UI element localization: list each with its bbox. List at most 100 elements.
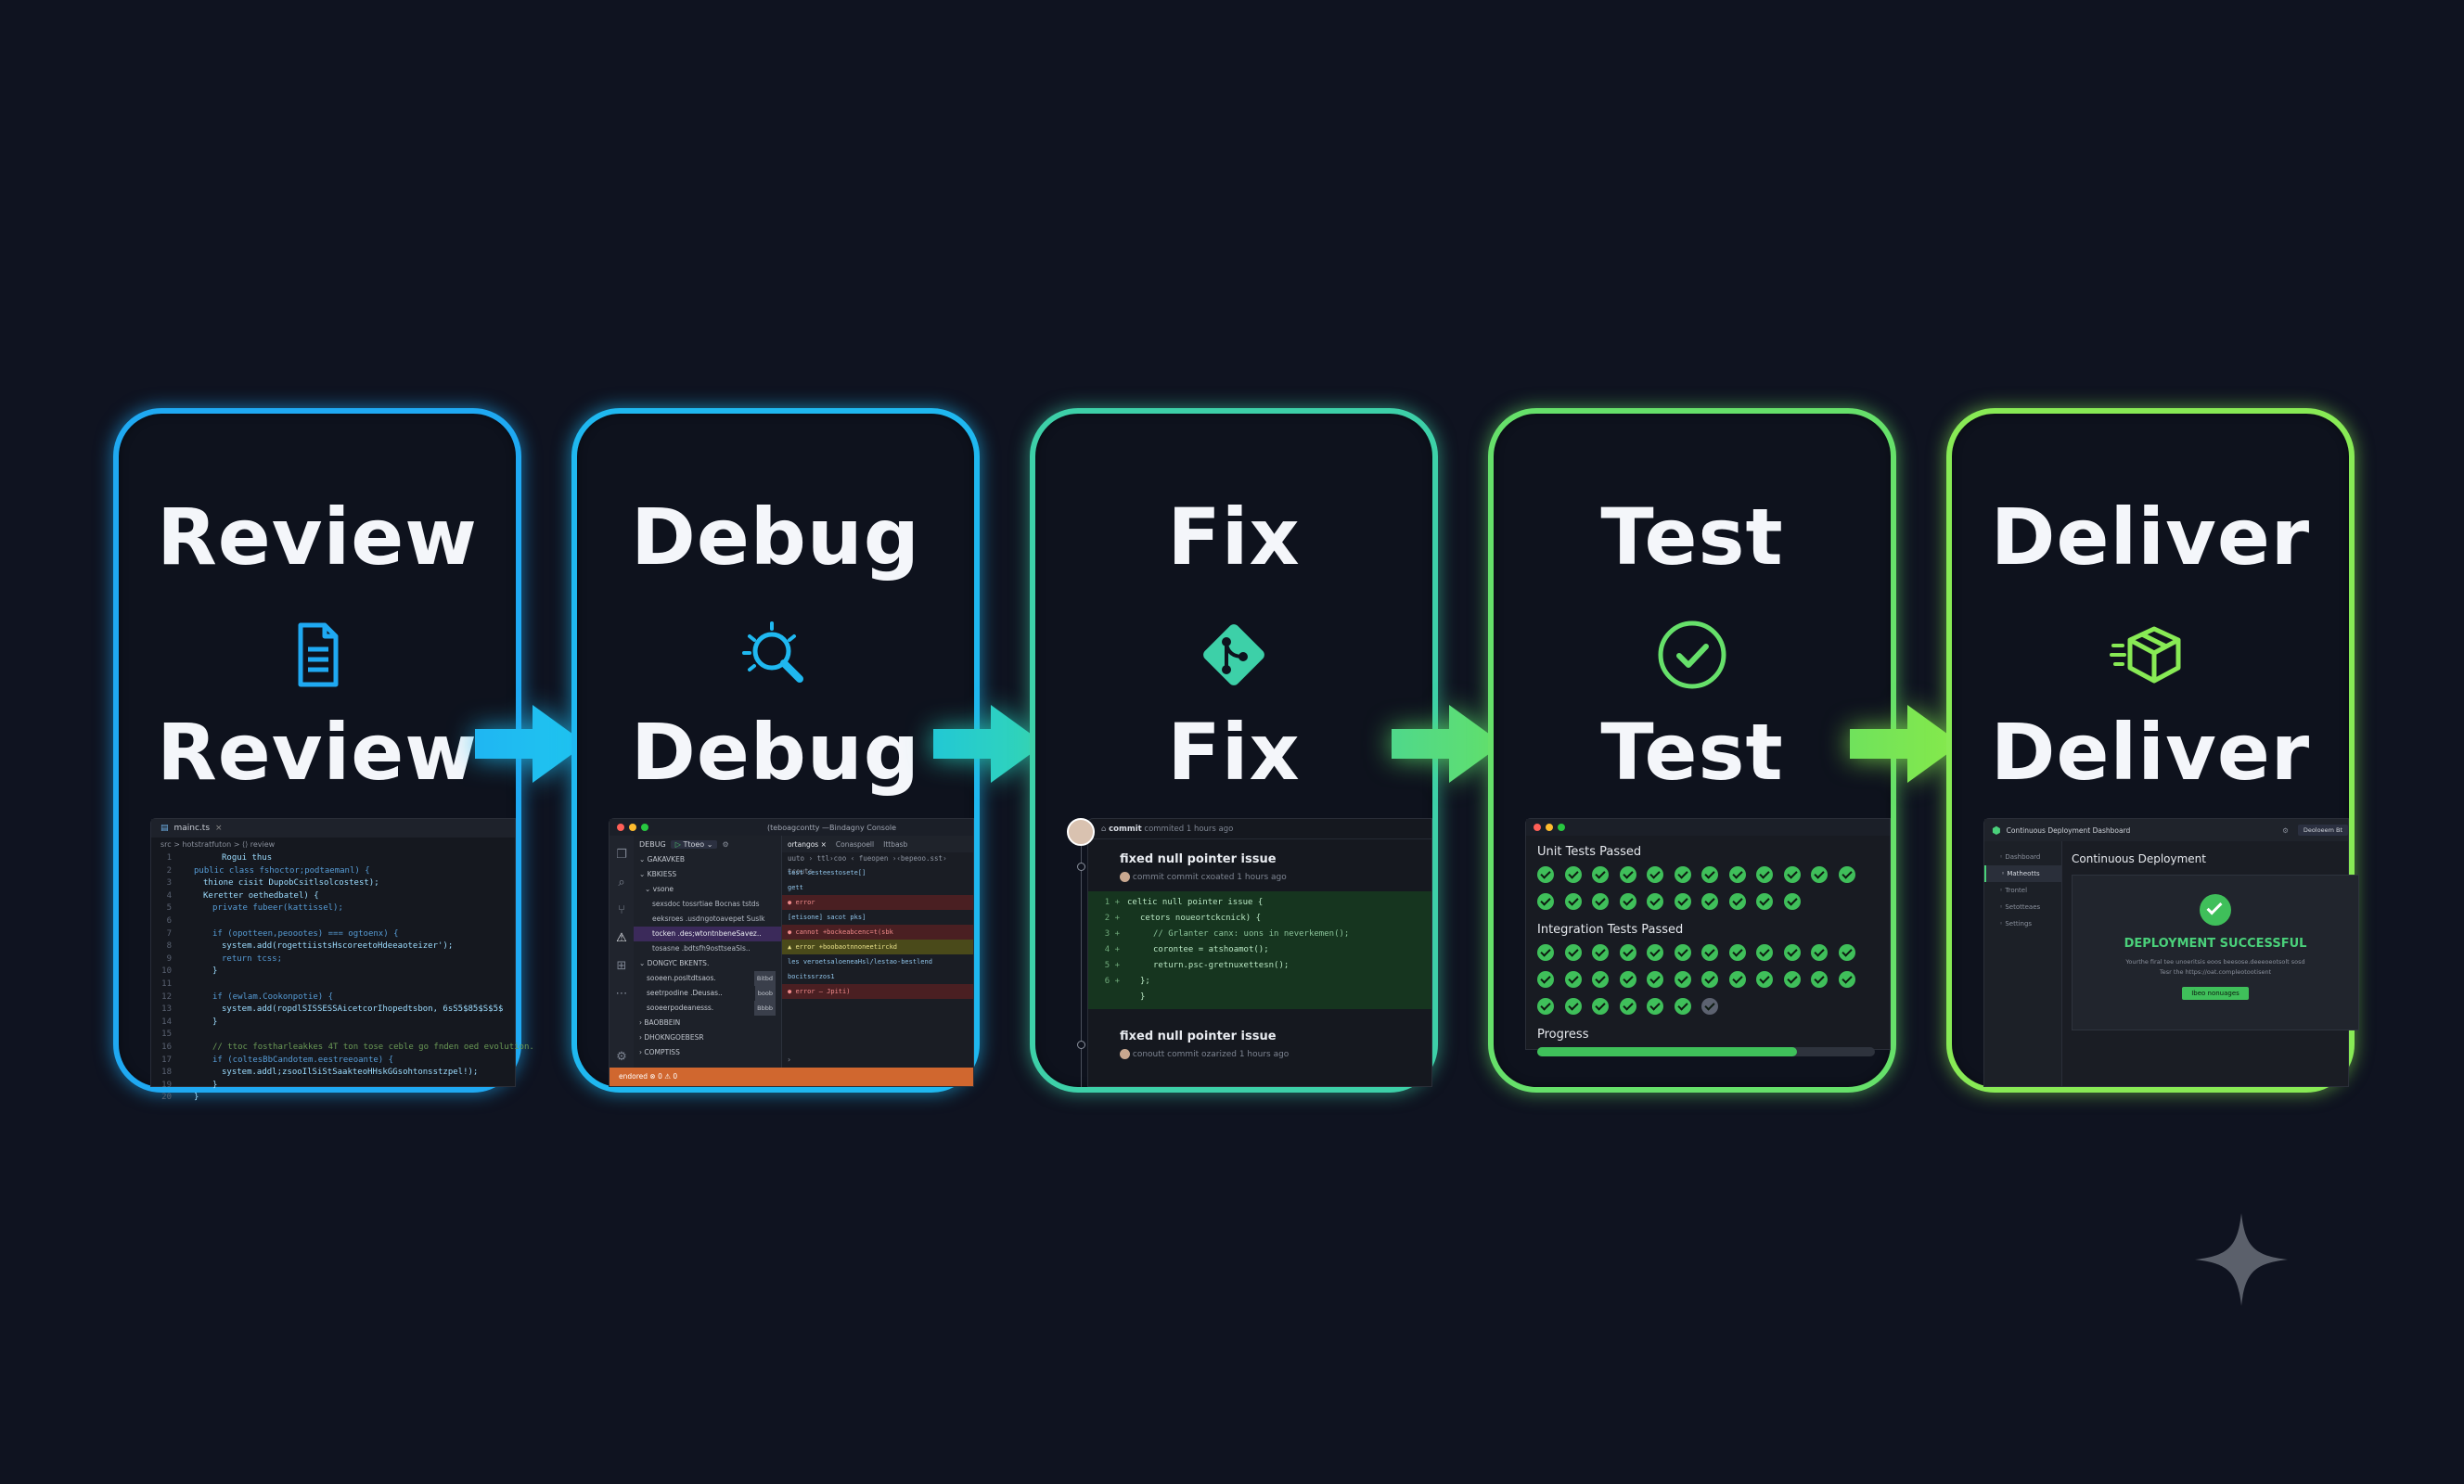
source-control-icon[interactable]: ⑂ (618, 903, 625, 917)
stage-label: Deliver (1990, 707, 2311, 798)
stage-title: Fix (1167, 492, 1301, 582)
error-icon: ● (788, 899, 796, 906)
passed-check-icon (1674, 998, 1691, 1015)
console-line: ● error (782, 895, 973, 910)
variable-row[interactable]: tosasne .bdtsfh9osttseaSls.. (652, 944, 751, 953)
passed-check-icon (1838, 944, 1855, 961)
gear-icon[interactable]: ⚙ (722, 839, 729, 849)
passed-check-icon (1537, 971, 1554, 988)
avatar (1120, 872, 1130, 882)
passed-check-icon (1592, 893, 1609, 910)
code-text: if (coltesBbCandotem.eestreeoante) { (212, 1055, 394, 1065)
commit-entry[interactable]: fixed null pointer issue commit commit c… (1120, 852, 1287, 882)
diff-text: }; (1140, 977, 1150, 986)
sidebar-item[interactable]: ◦ Setotteaes (1999, 903, 2041, 911)
line-number: 13 (161, 1004, 172, 1015)
line-number: 12 (161, 991, 172, 1002)
close-dot[interactable] (617, 824, 624, 831)
line-number: 4 + (1104, 945, 1120, 954)
section-header[interactable]: › DHOKNGOEBESR (639, 1033, 704, 1042)
chevron-right-icon[interactable]: › (788, 1055, 791, 1064)
section-header[interactable]: › BAOBBEIN (639, 1018, 681, 1027)
file-icon: ▤ (160, 824, 169, 833)
document-icon (298, 622, 339, 687)
passed-check-icon (1783, 893, 1801, 910)
passed-check-icon (1838, 971, 1855, 988)
section-header[interactable]: › COMPTISS (639, 1048, 680, 1056)
run-config-select[interactable]: ▷ Ttoeo ⌄ (670, 839, 718, 849)
variable-row[interactable]: sexsdoc tossrtiae Bocnas tstds (652, 900, 760, 908)
maximize-dot[interactable] (1558, 824, 1565, 831)
diff-text: celtic null pointer issue { (1127, 898, 1264, 907)
editor-tab[interactable]: ▤ mainc.ts × (151, 819, 515, 838)
debug-sidebar: DEBUG ▷ Ttoeo ⌄ ⚙ ⌄ GAKAVKEB ⌄ KBKIESS ⌄… (634, 836, 782, 1068)
diff-line: 4 +corontee = atshoamot(); (1088, 942, 1431, 958)
close-dot[interactable] (1534, 824, 1541, 831)
breakpoint-row[interactable]: sooeen.posltdtsaos. Bitbd (634, 971, 781, 986)
sidebar-item[interactable]: ◦ Settings (1999, 920, 2033, 928)
card-header: Continuous Deployment (2072, 852, 2206, 865)
progress-fill (1537, 1047, 1798, 1056)
code-line: 12 if (ewlam.Cookonpotie) { (151, 991, 515, 1004)
extensions-icon[interactable]: ⊞ (616, 959, 627, 973)
code-text: if (ewlam.Cookonpotie) { (212, 991, 334, 1002)
console-text: error (795, 899, 815, 906)
commit-entry[interactable]: fixed null pointer issue conoutt commit … (1120, 1030, 1290, 1059)
debug-icon[interactable]: ⚠ (616, 931, 627, 945)
breakpoint-row[interactable]: seetrpodine .Deusas..boob (634, 986, 781, 1001)
search-icon[interactable]: ⌕ (618, 876, 625, 889)
stage-title: Debug (631, 492, 920, 582)
console-tab[interactable]: Ittbasb (883, 839, 908, 849)
stage-deliver: Deliver Deliver ⬢ Continuous Deployment … (1946, 408, 2359, 1093)
deploy-action-button[interactable]: Ibeo nonuages (2182, 987, 2249, 1000)
dashboard-sidebar: ◦ Dashboard ◦ Matheotts ◦ Trontel ◦ Setotte… (1984, 841, 2062, 1086)
passed-check-icon (1756, 893, 1773, 910)
sidebar-item[interactable]: ◦ Trontel (1999, 887, 2028, 894)
code-text: } (194, 1093, 199, 1103)
variable-row[interactable]: eeksroes .usdngotoavepet Suslk (652, 915, 765, 923)
top-button[interactable]: Deoloeem Bt (2297, 825, 2348, 836)
passed-check-icon (1564, 944, 1582, 961)
code-text: system.add(rogettiistsHscoreetoHdeeaotei… (222, 941, 454, 952)
console-tab[interactable]: ortangos × (788, 839, 827, 849)
breakpoint-label: sooeen.posltdtsaos. (647, 974, 716, 982)
variable-row[interactable]: tocken .des;wtontnbeneSavez.. (634, 927, 781, 941)
minimize-dot[interactable] (1546, 824, 1553, 831)
breakpoint-row[interactable]: sooeerpodeanesss.Bbbb (634, 1001, 781, 1016)
arrow-right-icon (1392, 705, 1503, 783)
close-icon[interactable]: × (215, 824, 223, 833)
line-number: 3 (166, 878, 172, 889)
delivery-box-icon (2110, 626, 2181, 684)
code-line: 20} (151, 1092, 515, 1105)
sparkle-icon (2195, 1213, 2288, 1306)
passed-check-icon (1783, 944, 1801, 961)
maximize-dot[interactable] (641, 824, 648, 831)
sidebar-item[interactable]: ◦ Matheotts (1984, 865, 2061, 882)
gear-icon[interactable]: ⚙ (2282, 825, 2289, 835)
window-titlebar: (teboagcontty —Bindagny Console (610, 819, 973, 836)
check-circle-icon (1658, 620, 1726, 689)
diff-line: 3 +// Grlanter canx: uons in neverkemen(… (1088, 927, 1431, 942)
breakpoint-badge: Bitbd (753, 971, 776, 986)
minimize-dot[interactable] (629, 824, 636, 831)
passed-check-icon (1811, 866, 1828, 883)
code-text: public class fshoctor;podtaemanl) { (194, 865, 370, 876)
code-line: 10} (151, 966, 515, 979)
passed-check-icon (1647, 998, 1663, 1015)
passed-check-icon (1756, 971, 1773, 988)
passed-check-icon (1592, 998, 1609, 1015)
sidebar-item[interactable]: ◦ Dashboard (1999, 853, 2041, 861)
files-icon[interactable]: ❐ (616, 848, 627, 862)
gear-icon[interactable]: ⚙ (616, 1050, 627, 1064)
stage-title: Review (157, 492, 478, 582)
console-text: test sesteestosete[] (788, 869, 866, 876)
commit-icon: ⌂ (1101, 825, 1107, 834)
passed-check-icon (1619, 944, 1636, 961)
more-icon[interactable]: ⋯ (615, 987, 628, 1001)
passed-check-icon (1811, 971, 1828, 988)
passed-check-icon (1728, 971, 1746, 988)
console-tab[interactable]: Conaspoell (835, 839, 875, 849)
console-line: ▲ error +boobaotnnoneetirckd (782, 940, 973, 954)
